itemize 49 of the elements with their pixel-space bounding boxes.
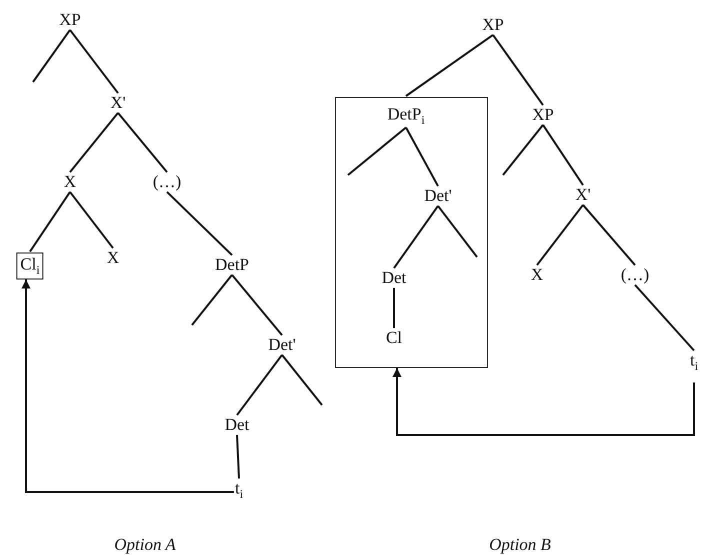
branch-line — [231, 274, 283, 336]
branch-line — [393, 205, 439, 269]
branch-line — [191, 274, 233, 326]
branch-line — [29, 191, 71, 252]
boxed-tree-label: Cl$_{i}$ — [16, 252, 44, 280]
branch-line — [117, 112, 168, 173]
branch-line — [236, 434, 240, 479]
tree-label: Cl — [384, 329, 404, 347]
branch-line — [634, 284, 695, 352]
tree-label: Det' — [267, 336, 297, 354]
branch-line — [69, 191, 114, 249]
branch-line — [542, 124, 584, 186]
branch-line — [69, 29, 119, 94]
option-caption: Option A — [114, 535, 176, 555]
movement-arrow — [22, 280, 234, 493]
tree-label: XP — [481, 16, 505, 34]
highlight-box — [335, 97, 488, 368]
tree-label: XP — [531, 106, 555, 124]
branch-line — [405, 127, 439, 187]
branch-line — [502, 124, 544, 176]
tree-label: Det — [380, 269, 408, 287]
tree-label: X' — [574, 186, 592, 204]
branch-line — [492, 34, 544, 106]
tree-label: DetP — [214, 256, 250, 274]
tree-label: t$_{i}$ — [234, 480, 244, 500]
tree-label: Det — [224, 416, 250, 434]
tree-label: (…) — [152, 173, 182, 191]
tree-label: (…) — [620, 266, 650, 284]
branch-line — [536, 204, 584, 266]
tree-label: X — [530, 266, 544, 284]
tree-label: Det' — [423, 187, 453, 205]
branch-line — [347, 126, 407, 176]
tree-label: XP — [58, 11, 82, 29]
option-caption: Option B — [489, 535, 551, 555]
tree-label: X' — [109, 94, 127, 112]
branch-line — [405, 34, 494, 97]
tree-label: t$_{i}$ — [688, 352, 700, 372]
branch-line — [32, 29, 71, 83]
branch-line — [281, 354, 323, 406]
branch-line — [582, 204, 636, 266]
branch-line — [393, 288, 395, 328]
branch-line — [236, 354, 283, 416]
branch-line — [437, 205, 478, 258]
tree-label: X — [106, 249, 120, 267]
tree-label: X — [62, 173, 78, 191]
tree-label: DetP$_{i}$ — [386, 106, 426, 126]
branch-line — [166, 191, 233, 256]
branch-line — [69, 112, 119, 173]
movement-arrow — [392, 368, 695, 436]
